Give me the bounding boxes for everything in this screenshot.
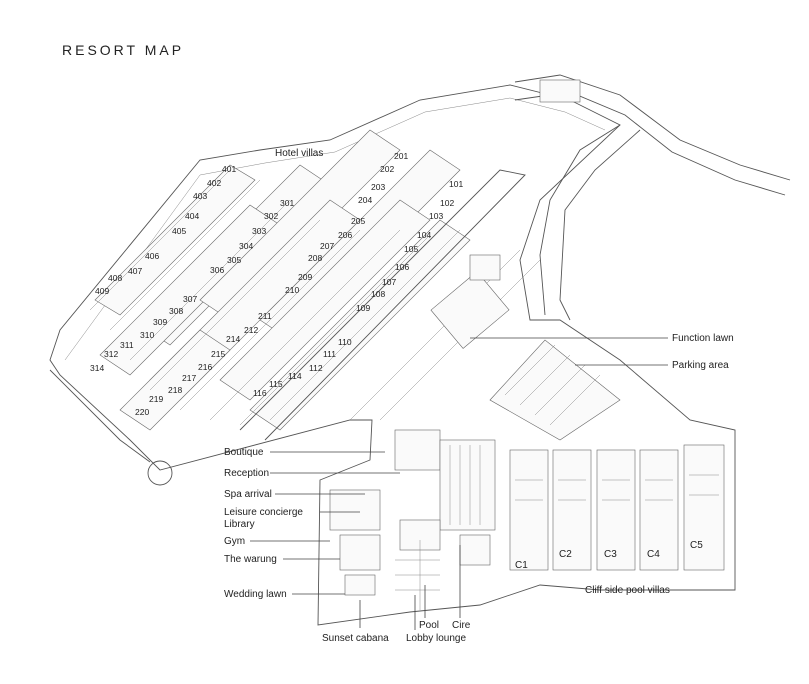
room-label-312: 312 — [104, 349, 118, 359]
room-label-304: 304 — [239, 241, 253, 251]
room-label-211: 211 — [258, 311, 272, 321]
label-leisure-concierge: Leisure concierge — [224, 507, 303, 518]
room-label-405: 405 — [172, 226, 186, 236]
room-label-201: 201 — [394, 151, 408, 161]
room-label-205: 205 — [351, 216, 365, 226]
label-hotel-villas: Hotel villas — [275, 148, 323, 159]
room-label-308: 308 — [169, 306, 183, 316]
label-parking-area: Parking area — [672, 360, 729, 371]
room-label-103: 103 — [429, 211, 443, 221]
room-label-202: 202 — [380, 164, 394, 174]
room-label-207: 207 — [320, 241, 334, 251]
label-cliff-villas: Cliff side pool villas — [585, 585, 670, 596]
cliff-villa-label-c5: C5 — [690, 540, 703, 551]
label-function-lawn: Function lawn — [672, 333, 734, 344]
label-spa-arrival: Spa arrival — [224, 489, 272, 500]
room-label-212: 212 — [244, 325, 258, 335]
room-label-301: 301 — [280, 198, 294, 208]
room-label-106: 106 — [395, 262, 409, 272]
room-label-408: 408 — [108, 273, 122, 283]
room-label-314: 314 — [90, 363, 104, 373]
cliff-villa-labels: C1 C2 C3 C4 C5 — [515, 540, 703, 571]
room-label-310: 310 — [140, 330, 154, 340]
cliff-villa-label-c4: C4 — [647, 549, 660, 560]
room-label-203: 203 — [371, 182, 385, 192]
room-label-402: 402 — [207, 178, 221, 188]
roundabout — [147, 460, 173, 486]
room-label-208: 208 — [308, 253, 322, 263]
room-label-406: 406 — [145, 251, 159, 261]
room-label-107: 107 — [382, 277, 396, 287]
room-label-108: 108 — [371, 289, 385, 299]
room-label-409: 409 — [95, 286, 109, 296]
room-label-216: 216 — [198, 362, 212, 372]
map-title: RESORT MAP — [62, 42, 185, 58]
central-road — [239, 169, 526, 441]
villa-blocks — [89, 129, 471, 431]
room-label-307: 307 — [183, 294, 197, 304]
room-label-115: 115 — [269, 379, 283, 389]
function-lawn-area — [430, 254, 510, 349]
central-facilities — [329, 429, 496, 610]
room-label-306: 306 — [210, 265, 224, 275]
label-wedding-lawn: Wedding lawn — [224, 589, 287, 600]
room-label-206: 206 — [338, 230, 352, 240]
room-label-215: 215 — [211, 349, 225, 359]
room-label-214: 214 — [226, 334, 240, 344]
label-lobby-lounge: Lobby lounge — [406, 633, 466, 644]
room-label-112: 112 — [309, 363, 323, 373]
room-label-303: 303 — [252, 226, 266, 236]
cliff-villa-blocks — [509, 444, 725, 571]
room-label-101: 101 — [449, 179, 463, 189]
label-warung: The warung — [224, 554, 277, 565]
room-label-305: 305 — [227, 255, 241, 265]
room-label-204: 204 — [358, 195, 372, 205]
label-cire: Cire — [452, 620, 471, 631]
room-label-209: 209 — [298, 272, 312, 282]
room-label-404: 404 — [185, 211, 199, 221]
room-label-220: 220 — [135, 407, 149, 417]
cliff-villa-label-c1: C1 — [515, 560, 528, 571]
parking-area-shape — [489, 339, 621, 441]
room-label-105: 105 — [404, 244, 418, 254]
cliff-villa-label-c3: C3 — [604, 549, 617, 560]
room-label-116: 116 — [253, 388, 267, 398]
label-library: Library — [224, 519, 255, 530]
room-label-104: 104 — [417, 230, 431, 240]
label-gym: Gym — [224, 536, 245, 547]
room-label-407: 407 — [128, 266, 142, 276]
access-road — [514, 74, 791, 181]
label-boutique: Boutique — [224, 447, 264, 458]
label-sunset-cabana: Sunset cabana — [322, 633, 389, 644]
room-label-302: 302 — [264, 211, 278, 221]
label-pool: Pool — [419, 620, 439, 631]
site-boundary — [49, 84, 736, 626]
label-reception: Reception — [224, 468, 269, 479]
room-label-217: 217 — [182, 373, 196, 383]
room-label-110: 110 — [338, 337, 352, 347]
room-label-311: 311 — [120, 340, 134, 350]
room-label-210: 210 — [285, 285, 299, 295]
room-label-219: 219 — [149, 394, 163, 404]
cliff-villa-label-c2: C2 — [559, 549, 572, 560]
room-label-109: 109 — [356, 303, 370, 313]
room-label-111: 111 — [323, 349, 336, 359]
room-label-114: 114 — [288, 371, 302, 381]
room-label-218: 218 — [168, 385, 182, 395]
room-label-102: 102 — [440, 198, 454, 208]
room-label-403: 403 — [193, 191, 207, 201]
room-label-309: 309 — [153, 317, 167, 327]
room-label-401: 401 — [222, 164, 236, 174]
